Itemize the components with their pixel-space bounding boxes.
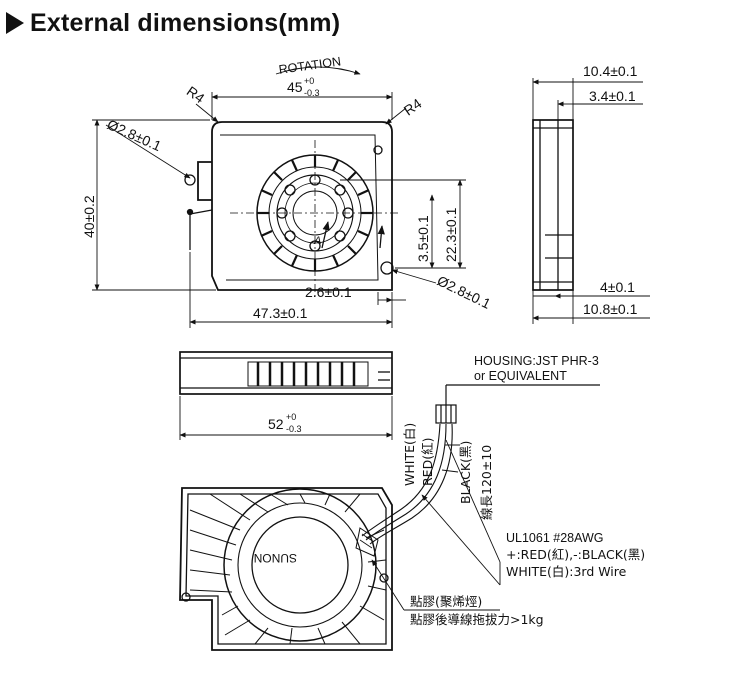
dim-2-6-label: 2.6±0.1 (305, 284, 352, 300)
connector-housing (435, 384, 600, 424)
side-view (532, 119, 574, 291)
dim-10-4-label: 10.4±0.1 (583, 63, 638, 79)
dim-3-4-label: 3.4±0.1 (589, 88, 636, 104)
width-52-tol-high: +0 (286, 412, 296, 422)
equivalent-label: or EQUIVALENT (474, 369, 567, 383)
cable-spec-label: UL1061 #28AWG (506, 531, 604, 545)
wire-black-label: BLACK(黑) (458, 441, 473, 504)
width-45-tol-low: -0.3 (304, 88, 320, 98)
radius-left-label: R4 (184, 83, 208, 106)
dim-22-3-label: 22.3±0.1 (443, 207, 459, 262)
page-title: External dimensions(mm) (6, 6, 340, 40)
dim-47-3-label: 47.3±0.1 (253, 305, 308, 321)
top-view (179, 351, 393, 395)
width-45-tol-high: +0 (304, 76, 314, 86)
front-view (184, 121, 400, 300)
dim-4-label: 4±0.1 (600, 279, 635, 295)
dim-10-8-label: 10.8±0.1 (583, 301, 638, 317)
wire-length-label: 線長120±10 (479, 445, 494, 520)
radius-right-label: R4 (401, 95, 425, 118)
arrow-a-label: A (313, 235, 321, 247)
hole-right-label: Ø2.8±0.1 (435, 272, 494, 312)
rotation-label: ROTATION (278, 54, 342, 77)
brand-label: SUNON (254, 551, 297, 565)
triangle-bullet-icon (6, 12, 24, 34)
bottom-view (179, 487, 393, 651)
third-wire-label: WHITE(白):3rd Wire (506, 564, 627, 579)
polarity-label: +:RED(紅),-:BLACK(黑) (506, 547, 645, 562)
glue-note-2: 點膠後導線拖拔力>1kg (410, 612, 544, 627)
title-text: External dimensions(mm) (30, 8, 341, 37)
housing-label: HOUSING:JST PHR-3 (474, 354, 599, 368)
height-40-label: 40±0.2 (81, 195, 97, 238)
wire-bundle (361, 423, 460, 545)
wire-red-label: RED(紅) (420, 438, 435, 486)
hole-left-label: Ø2.8±0.1 (105, 116, 164, 154)
glue-note-1: 點膠(聚烯烴) (410, 594, 482, 609)
wire-white-label: WHITE(白) (402, 423, 417, 486)
dim-3-5-label: 3.5±0.1 (415, 215, 431, 262)
width-52-tol-low: -0.3 (286, 424, 302, 434)
width-45-label: 45 (287, 79, 303, 95)
width-52-label: 52 (268, 416, 284, 432)
